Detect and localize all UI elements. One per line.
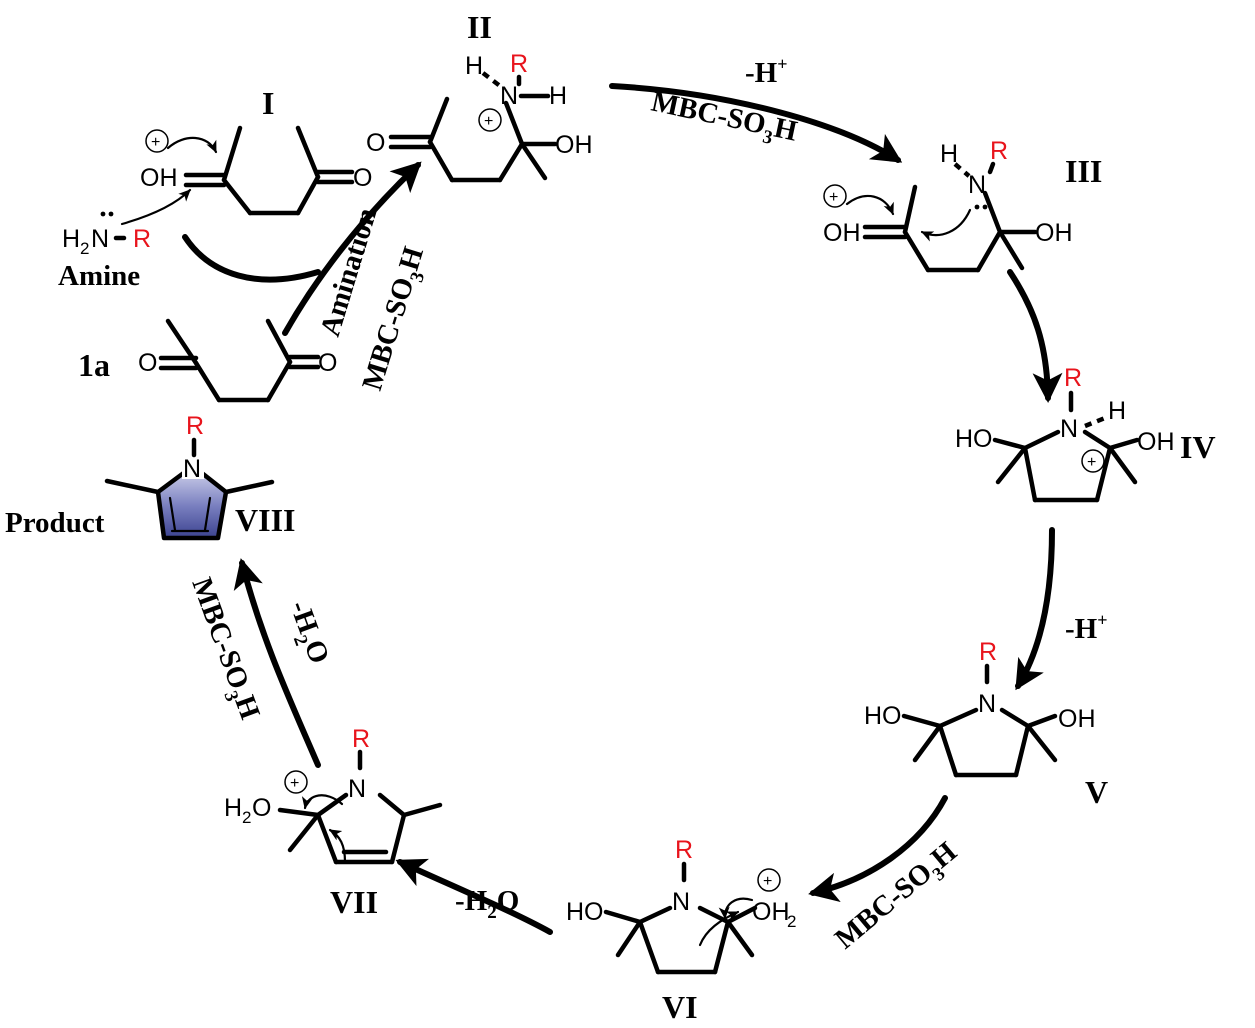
svg-text:HO: HO — [566, 898, 604, 926]
positive-charge-icon: + — [284, 770, 308, 794]
label-II: II — [467, 9, 492, 45]
svg-text:R: R — [675, 836, 693, 864]
svg-text:R: R — [990, 137, 1008, 165]
svg-text:R: R — [352, 725, 370, 753]
label-VI: VI — [662, 989, 698, 1025]
arrow-amine-join — [182, 234, 321, 283]
svg-text:R: R — [186, 412, 204, 440]
product-VIII-pyrrole: N R — [104, 412, 275, 541]
svg-text:N: N — [500, 82, 518, 110]
cond-minus-h-plus-top: -H+ — [745, 54, 787, 89]
arrow-IV-to-V — [1015, 527, 1055, 691]
positive-charge-icon: + — [823, 184, 847, 208]
positive-charge-icon: + — [145, 129, 169, 153]
positive-charge-icon: + — [1081, 449, 1105, 473]
intermediate-II: O OH N H R H + — [366, 50, 593, 183]
svg-text:+: + — [763, 873, 772, 890]
svg-text:O: O — [366, 129, 385, 157]
amine-structure: H 2 N R — [62, 211, 151, 258]
svg-text:O: O — [318, 349, 337, 377]
svg-text:N: N — [672, 888, 690, 916]
product-label: Product — [5, 507, 105, 539]
svg-text:N: N — [348, 775, 366, 803]
svg-text:R: R — [1064, 364, 1082, 392]
intermediate-III: OH OH N H R + — [823, 137, 1073, 273]
svg-text:N: N — [978, 690, 996, 718]
svg-text:H: H — [224, 794, 242, 822]
intermediate-VI: HO OH 2 N R + — [566, 836, 796, 975]
svg-text:O: O — [353, 164, 372, 192]
svg-text:N: N — [968, 171, 986, 199]
cond-minus-h-plus-right: -H+ — [1065, 610, 1107, 645]
svg-text:+: + — [484, 113, 493, 130]
label-1a: 1a — [78, 347, 110, 383]
arrow-III-to-IV — [1007, 269, 1063, 403]
svg-text:OH: OH — [555, 131, 593, 159]
svg-text:HO: HO — [955, 425, 993, 453]
label-VII: VII — [330, 884, 378, 920]
label-V: V — [1085, 774, 1108, 810]
svg-text:+: + — [151, 134, 160, 151]
arrow-1a-to-II — [282, 161, 422, 336]
svg-text:H: H — [549, 82, 567, 110]
compound-labels: II I III IV V VI VII VIII 1a Amine Produ… — [5, 9, 1216, 1025]
label-I: I — [262, 85, 274, 121]
svg-text:OH: OH — [752, 898, 790, 926]
svg-text:+: + — [290, 775, 299, 792]
svg-text:HO: HO — [864, 702, 902, 730]
svg-text:R: R — [510, 50, 528, 78]
cond-catalyst-top: MBC-SO3H — [647, 86, 800, 154]
svg-text:OH: OH — [823, 219, 861, 247]
svg-text:H: H — [62, 225, 80, 253]
svg-text:2: 2 — [80, 239, 89, 258]
svg-text:H: H — [1108, 397, 1126, 425]
cond-minus-h2o-bottom: -H2O — [455, 885, 519, 923]
svg-text:O: O — [252, 794, 271, 822]
svg-text:OH: OH — [140, 164, 178, 192]
arrow-VI-to-VII — [395, 858, 553, 935]
svg-text:2: 2 — [787, 912, 796, 931]
svg-text:R: R — [133, 225, 151, 253]
label-VIII: VIII — [235, 502, 295, 538]
label-III: III — [1065, 153, 1102, 189]
cycle-arrows — [182, 83, 1063, 935]
intermediate-I: OH O + — [120, 125, 372, 226]
svg-text:OH: OH — [1058, 705, 1096, 733]
label-IV: IV — [1180, 429, 1216, 465]
svg-text:N: N — [1060, 415, 1078, 443]
substrate-1a: O O — [138, 318, 337, 403]
arrow-II-to-III — [609, 83, 903, 163]
svg-text:O: O — [138, 349, 157, 377]
svg-text:N: N — [183, 455, 201, 483]
svg-text:+: + — [1087, 454, 1096, 471]
arrow-V-to-VI — [808, 795, 948, 903]
svg-text:N: N — [91, 225, 109, 253]
cond-catalyst-amination: MBC-SO3H — [356, 243, 436, 396]
intermediate-IV: HO OH N R H + — [955, 364, 1175, 503]
svg-text:H: H — [465, 52, 483, 80]
positive-charge-icon: + — [757, 868, 781, 892]
svg-text:R: R — [979, 638, 997, 666]
positive-charge-icon: + — [478, 108, 502, 132]
arrow-VII-to-VIII — [233, 558, 321, 768]
svg-text:H: H — [940, 140, 958, 168]
cond-minus-h2o-left: -H2O — [278, 596, 336, 669]
intermediate-V: HO OH N R — [864, 638, 1096, 778]
intermediate-VII: H 2 O N R + — [224, 725, 443, 865]
svg-text:OH: OH — [1137, 428, 1175, 456]
svg-text:2: 2 — [242, 808, 251, 827]
svg-text:OH: OH — [1035, 219, 1073, 247]
amine-label: Amine — [58, 260, 140, 292]
svg-text:+: + — [829, 189, 838, 206]
